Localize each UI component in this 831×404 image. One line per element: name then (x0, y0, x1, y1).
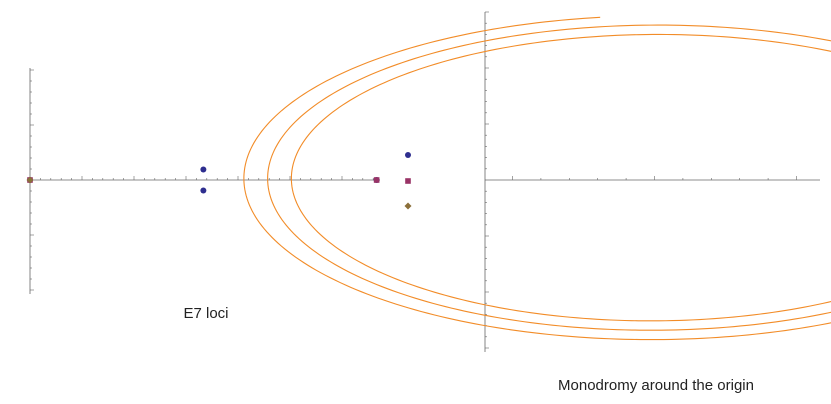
legend-g-marker (404, 202, 412, 210)
left-caption: E7 loci (183, 305, 228, 322)
legend-f-marker (405, 178, 411, 184)
delta-point (200, 166, 207, 173)
monodromy-chart (243, 11, 831, 352)
monodromy-curve (243, 16, 831, 341)
g-point (26, 176, 34, 184)
delta-point (200, 187, 207, 194)
e7-loci-chart (26, 68, 412, 294)
legend-delta-marker (405, 152, 411, 158)
f-point (373, 177, 380, 183)
right-caption: Monodromy around the origin (558, 377, 754, 394)
